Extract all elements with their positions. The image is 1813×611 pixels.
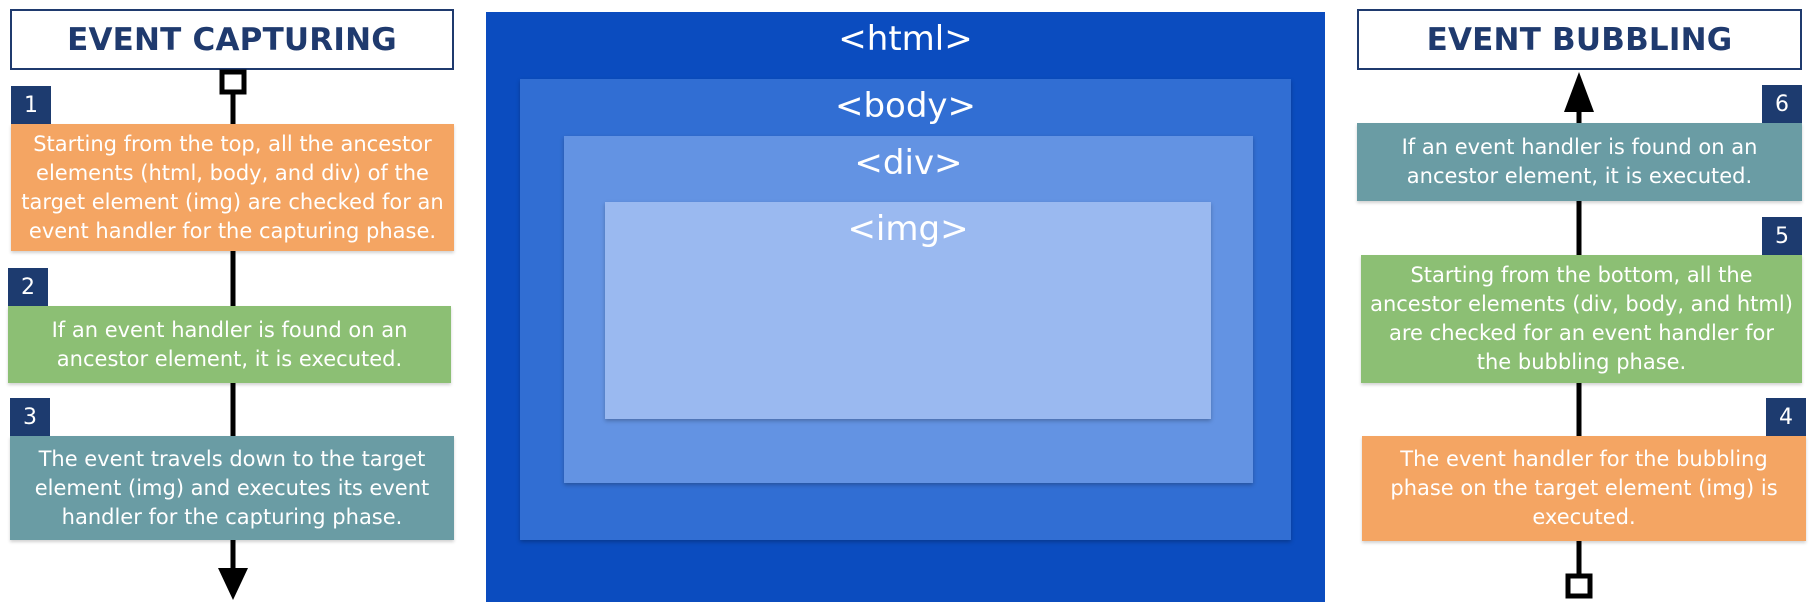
capturing-step-3-text: The event travels down to the target ele…	[34, 446, 430, 529]
bubbling-arrow-start-square	[1565, 573, 1593, 599]
capturing-step-2-badge: 2	[8, 268, 48, 306]
img-label: <img>	[847, 209, 969, 249]
capturing-arrow-start-square	[219, 69, 247, 95]
bubbling-step-6-text: If an event handler is found on an ances…	[1401, 135, 1758, 188]
body-label: <body>	[834, 86, 977, 126]
capturing-step-1-text: Starting from the top, all the ancestor …	[21, 131, 444, 243]
bubbling-step-5-badge: 5	[1762, 217, 1802, 255]
capturing-arrow-head	[218, 568, 248, 600]
bubbling-step-6-badge: 6	[1762, 85, 1802, 123]
bubbling-step-5-box: Starting from the bottom, all the ancest…	[1361, 255, 1802, 383]
capturing-step-3-badge: 3	[10, 398, 50, 436]
bubbling-step-4-box: The event handler for the bubbling phase…	[1362, 436, 1806, 541]
bubbling-step-4-text: The event handler for the bubbling phase…	[1390, 447, 1778, 529]
div-label: <div>	[854, 143, 963, 183]
capturing-title: EVENT CAPTURING	[10, 9, 454, 70]
capturing-step-1-box: Starting from the top, all the ancestor …	[11, 124, 454, 251]
capturing-step-2-box: If an event handler is found on an ances…	[8, 306, 451, 383]
bubbling-arrow-head	[1564, 72, 1594, 112]
capturing-step-2-text: If an event handler is found on an ances…	[51, 317, 408, 371]
bubbling-title: EVENT BUBBLING	[1357, 9, 1802, 70]
img-layer: <img>	[605, 202, 1211, 419]
html-label: <html>	[838, 19, 973, 59]
bubbling-step-6-box: If an event handler is found on an ances…	[1357, 123, 1802, 201]
bubbling-step-4-badge: 4	[1766, 398, 1806, 436]
bubbling-step-5-text: Starting from the bottom, all the ancest…	[1370, 263, 1793, 374]
capturing-step-3-box: The event travels down to the target ele…	[10, 436, 454, 540]
capturing-step-1-badge: 1	[11, 86, 51, 124]
